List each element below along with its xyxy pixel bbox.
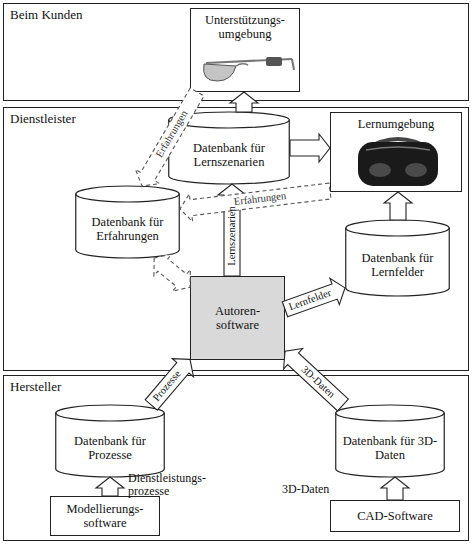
block-arrow — [145, 359, 193, 411]
software-box: Autoren- software — [190, 276, 285, 360]
block-arrow — [384, 192, 412, 220]
cylinder-lid — [56, 413, 165, 421]
cylinder-lid — [346, 228, 450, 236]
headset-lens — [405, 163, 427, 177]
node-text: Lernumgebung — [354, 117, 438, 131]
cylinder-lid — [336, 413, 445, 421]
node-text: Autoren- software — [191, 304, 284, 332]
swimlane-band: Beim Kunden Unterstützungs- umgebung — [3, 3, 469, 101]
glasses-lens — [204, 64, 236, 81]
node-text: Datenbank für Lernfelder — [345, 251, 450, 279]
database-cylinder: Datenbank für 3D-Daten — [335, 405, 445, 477]
block-arrow — [290, 134, 330, 162]
node-text: CAD-Software — [353, 509, 437, 523]
cylinder-body — [56, 405, 165, 477]
block-arrow — [282, 278, 345, 316]
database-cylinder: Datenbank für Lernfelder — [345, 220, 450, 296]
glasses-temple — [292, 59, 294, 70]
headset-lens — [369, 163, 391, 177]
node-text: Unterstützungs- umgebung — [191, 13, 299, 41]
cylinder-lid — [76, 194, 180, 202]
node-text: Datenbank für Prozesse — [55, 434, 165, 462]
block-arrow — [96, 477, 124, 496]
process-box: CAD-Software — [330, 500, 460, 532]
database-cylinder: Datenbank für Prozesse — [55, 405, 165, 477]
vr-headset — [358, 139, 438, 186]
process-box: Lernumgebung — [330, 112, 462, 192]
process-box: Modellierungs- software — [50, 496, 160, 536]
swimlane-band: HerstellerDatenbank für Prozesse Datenban… — [3, 375, 469, 541]
node-text: Datenbank für Lernszenarien — [168, 141, 290, 169]
glasses-frame — [206, 59, 292, 63]
band-title: Beim Kunden — [10, 8, 83, 22]
cylinder-body — [76, 186, 180, 258]
band-title: Hersteller — [10, 380, 61, 394]
dashed-block-arrow — [136, 88, 205, 186]
cylinder-body — [346, 220, 450, 296]
glasses-bridge — [236, 64, 248, 66]
dashed-block-arrow — [180, 183, 331, 222]
process-box: Unterstützungs- umgebung — [190, 8, 300, 92]
node-text: Modellierungs- software — [51, 502, 159, 530]
dashed-block-arrow — [154, 254, 191, 291]
band-title: Dienstleister — [10, 112, 76, 126]
block-arrow — [230, 92, 258, 112]
headset-body — [358, 142, 438, 186]
block-arrow — [284, 349, 349, 411]
headset-highlight — [366, 147, 430, 150]
node-text: Datenbank für 3D-Daten — [335, 434, 445, 462]
block-arrow — [381, 477, 409, 500]
node-text: Datenbank für Erfahrungen — [75, 215, 180, 243]
database-cylinder: Datenbank für Erfahrungen — [75, 186, 180, 258]
glasses-display — [266, 57, 282, 66]
smart-glasses — [204, 57, 294, 81]
cylinder-body — [336, 405, 445, 477]
headset-strap — [364, 139, 432, 150]
